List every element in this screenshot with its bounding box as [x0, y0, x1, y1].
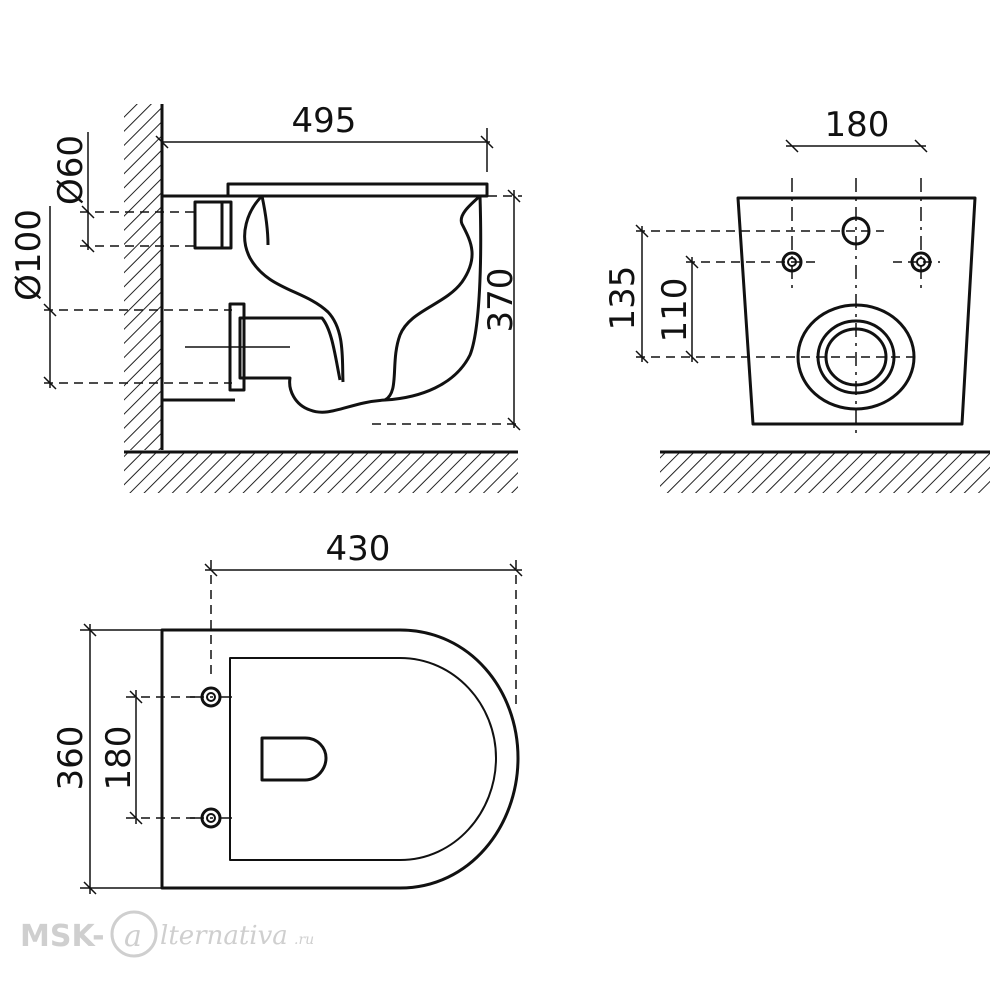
dimension-top-360: [80, 623, 162, 895]
top-body-outline: [160, 628, 520, 890]
top-center-lines: [190, 696, 232, 819]
watermark-brand: MSK-: [20, 919, 105, 954]
top-seat-outline: [229, 657, 497, 861]
watermark-logo: MSK- a lternativa .ru: [20, 910, 314, 958]
dimension-d100: [43, 206, 57, 390]
watermark-script: lternativa: [160, 921, 288, 951]
dimension-top-430: [204, 563, 523, 577]
dimension-d60-label: Ø60: [51, 135, 91, 205]
floor-hatch-left: [124, 453, 518, 493]
dimension-rear-110: [685, 255, 699, 364]
top-dashed-lines: [126, 560, 517, 819]
dimension-370-label: 370: [481, 268, 521, 333]
dimension-495-label: 495: [292, 101, 357, 141]
rear-view: 180 135 110: [603, 105, 990, 493]
dimension-370: [507, 189, 521, 431]
rear-center-lines: [791, 178, 922, 436]
top-bolt-hole-lower-inner: [206, 813, 216, 823]
dimension-rear-135-label: 135: [603, 266, 643, 331]
top-view: 430 360 180: [51, 529, 523, 895]
watermark-at-letter: a: [124, 919, 142, 954]
dimension-top-360-label: 360: [51, 726, 91, 791]
rear-dashed-lines: [636, 230, 940, 358]
watermark-at-circle: [110, 910, 158, 958]
dimension-rear-180-label: 180: [825, 105, 890, 145]
dimension-rear-135: [635, 224, 649, 364]
watermark-suffix: .ru: [294, 932, 314, 948]
side-dashed-lines: [44, 195, 522, 425]
toilet-side-outline: [162, 182, 489, 414]
dimension-d100-label: Ø100: [9, 209, 49, 301]
top-bowl-opening: [260, 736, 328, 782]
floor-hatch-right: [660, 453, 990, 493]
dimension-rear-110-label: 110: [655, 278, 695, 343]
top-bolt-hole-upper-inner: [206, 692, 216, 702]
wall-hatch: [124, 104, 162, 450]
dimension-top-180-label: 180: [99, 726, 139, 791]
dimension-rear-180: [785, 139, 928, 153]
dimension-495: [155, 128, 494, 172]
side-view: 495 370 Ø60 Ø100: [9, 101, 522, 493]
dimension-top-180: [129, 690, 143, 825]
rear-body-outline: [736, 196, 977, 426]
dimension-d60: [81, 132, 95, 253]
dimension-top-430-label: 430: [326, 529, 391, 569]
